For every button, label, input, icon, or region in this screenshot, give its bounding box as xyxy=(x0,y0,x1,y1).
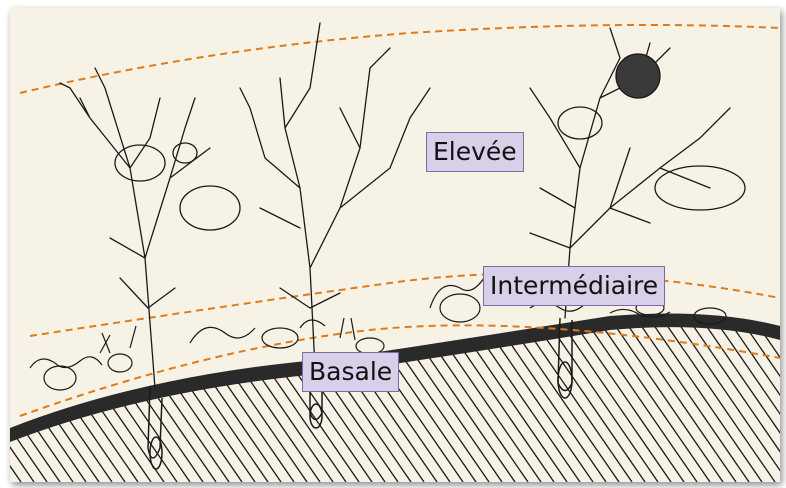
zone-label-intermediaire: Intermédiaire xyxy=(483,266,665,306)
upper-boundary xyxy=(20,25,780,93)
stratification-illustration xyxy=(10,8,780,482)
zone-label-basale: Basale xyxy=(302,352,399,392)
zone-label-elevee: Elevée xyxy=(426,132,524,172)
diagram-frame: Elevée Intermédiaire Basale xyxy=(10,8,780,482)
